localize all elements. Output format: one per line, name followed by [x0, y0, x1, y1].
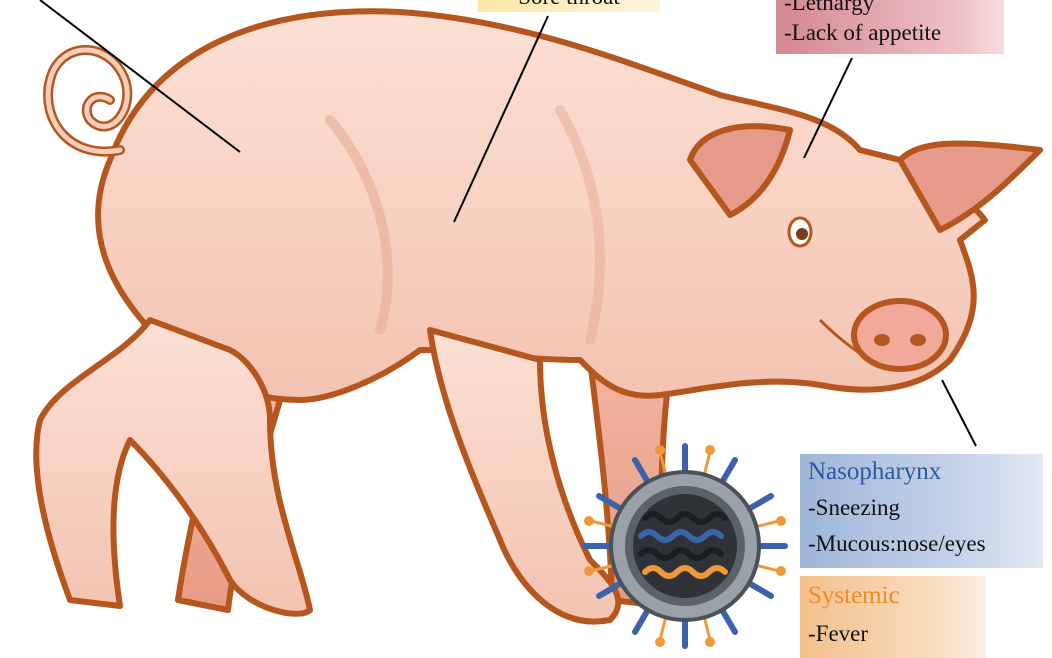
general-symptoms-box: -Lethargy -Lack of appetite	[776, 0, 1004, 54]
symptom-mucous: -Mucous:nose/eyes	[808, 526, 1035, 562]
influenza-virus-icon	[582, 430, 788, 656]
symptom-sneezing: -Sneezing	[808, 490, 1035, 526]
nasopharynx-title: Nasopharynx	[808, 454, 1035, 490]
symptom-lethargy: -Lethargy	[784, 0, 996, 18]
symptom-fever: -Fever	[808, 616, 978, 652]
systemic-title: Systemic	[808, 576, 978, 616]
systemic-box: Systemic -Fever	[800, 576, 986, 658]
symptom-lack-of-appetite: -Lack of appetite	[784, 18, 996, 48]
throat-label-box: Sore throat	[478, 0, 660, 12]
throat-symptom-label: Sore throat	[518, 0, 620, 9]
nasopharynx-box: Nasopharynx -Sneezing -Mucous:nose/eyes	[800, 454, 1043, 568]
